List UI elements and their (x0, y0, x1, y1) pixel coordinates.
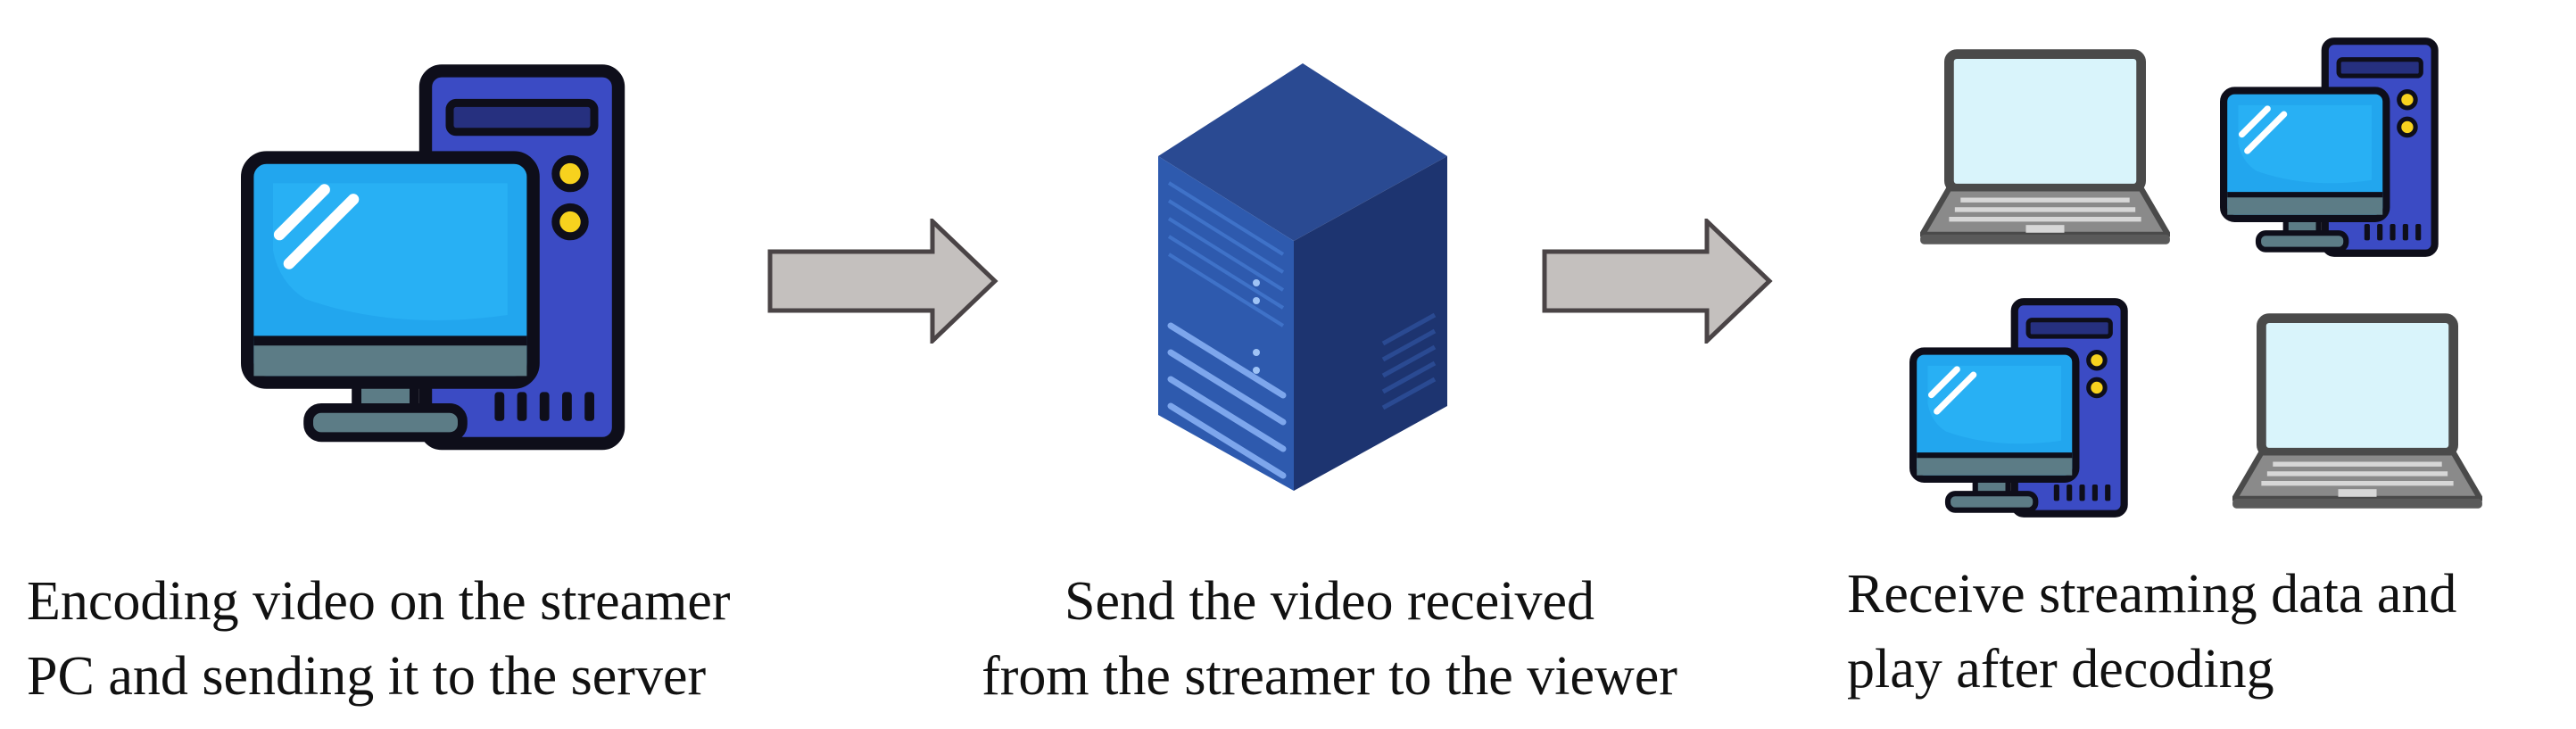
caption-line: Receive streaming data and (1847, 564, 2457, 625)
media-server (1151, 58, 1454, 495)
arrow-to-server (767, 219, 999, 344)
caption-line: PC and sending it to the server (27, 646, 707, 707)
caption-line: from the streamer to the viewer (982, 646, 1677, 707)
right-arrow-icon (1542, 219, 1773, 344)
viewer-devices (1909, 27, 2481, 526)
caption-line: play after decoding (1847, 639, 2274, 700)
arrow-to-viewers (1542, 219, 1774, 344)
caption-line: Encoding video on the streamer (27, 571, 731, 632)
caption-streamer: Encoding video on the streamer PC and se… (27, 564, 731, 714)
caption-line: Send the video received (1064, 571, 1594, 632)
streamer-pc (241, 58, 642, 460)
desktop-computer-icon (241, 58, 642, 460)
server-icon (1158, 63, 1447, 491)
right-arrow-icon (767, 219, 998, 344)
caption-viewers: Receive streaming data and play after de… (1847, 557, 2456, 707)
laptop-icon (1920, 46, 2170, 248)
laptop-icon (2232, 311, 2482, 512)
desktop-computer-icon (2220, 34, 2448, 262)
desktop-computer-icon (1909, 294, 2138, 523)
caption-server: Send the video received from the streame… (928, 564, 1731, 714)
